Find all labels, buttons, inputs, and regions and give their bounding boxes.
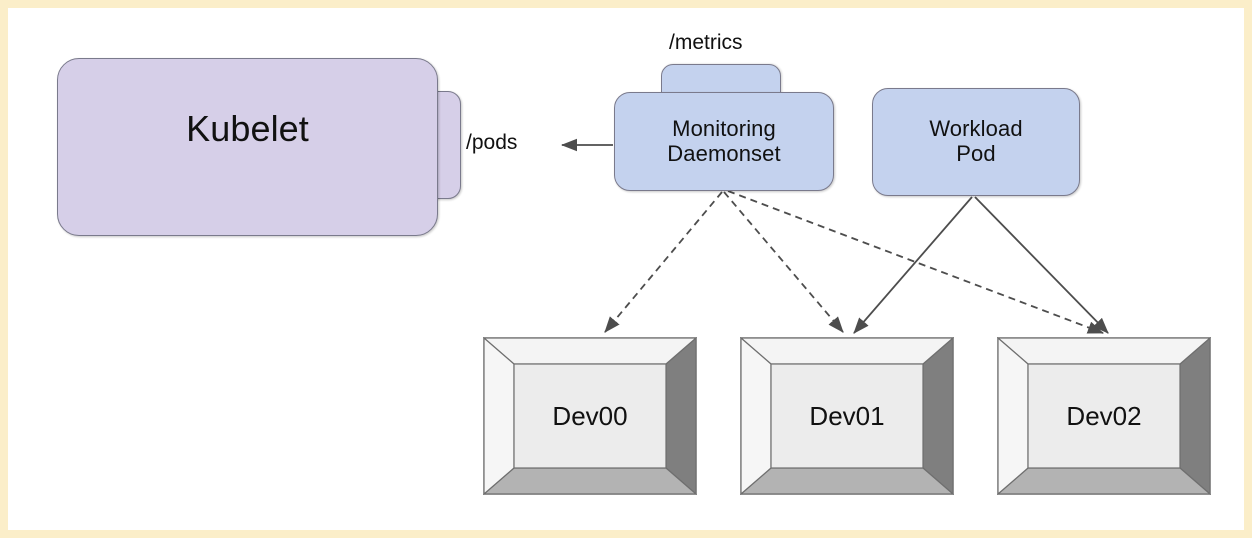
edge-workload-to-dev01 xyxy=(853,196,973,334)
device-dev01[interactable]: Dev01 xyxy=(740,337,954,495)
edge-monitoring-to-dev00 xyxy=(604,191,723,333)
edge-monitoring-to-dev01 xyxy=(723,191,844,333)
edge-monitoring-to-dev02 xyxy=(727,190,1105,334)
node-workload-pod-label: Workload Pod xyxy=(929,116,1023,166)
node-monitoring-daemonset-label: Monitoring Daemonset xyxy=(667,115,781,166)
node-kubelet-label: Kubelet xyxy=(186,107,309,149)
node-monitoring-daemonset[interactable]: Monitoring Daemonset xyxy=(614,92,834,191)
device-dev00[interactable]: Dev00 xyxy=(483,337,697,495)
device-box-icon xyxy=(740,337,954,495)
device-box-icon xyxy=(483,337,697,495)
node-kubelet[interactable]: Kubelet xyxy=(57,58,438,236)
device-box-icon xyxy=(997,337,1211,495)
node-workload-pod[interactable]: Workload Pod xyxy=(872,88,1080,196)
metrics-port-label: /metrics xyxy=(669,31,743,54)
device-dev02[interactable]: Dev02 xyxy=(997,337,1211,495)
pods-port-label: /pods xyxy=(466,131,518,154)
edge-workload-to-dev02 xyxy=(974,196,1109,334)
